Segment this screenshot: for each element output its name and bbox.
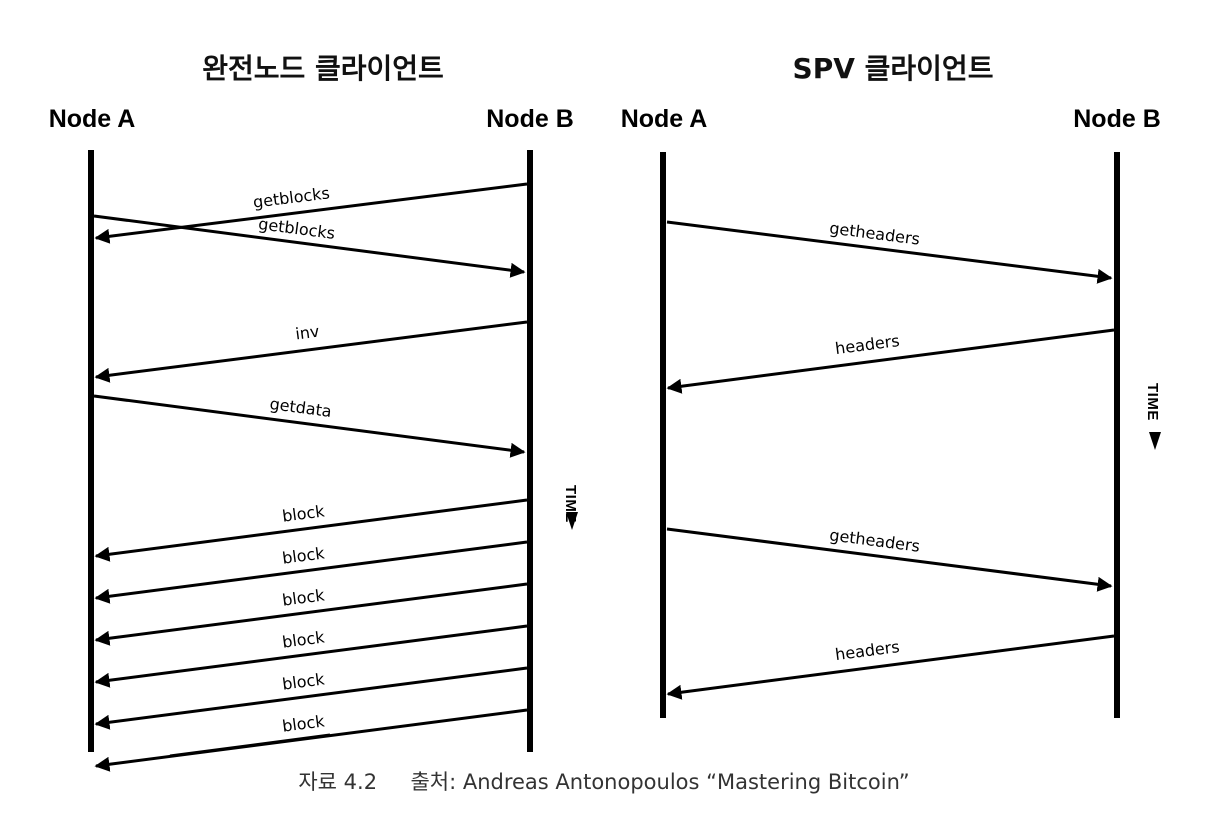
message-label: headers [834,637,901,664]
message-block-1: block [94,498,528,562]
full-node-time-indicator: TIME [562,485,579,530]
message-getdata: getdata [93,394,526,458]
message-label: inv [294,322,320,344]
message-headers-2: headers [666,634,1115,700]
full-node-panel: 완전노드 클라이언트 Node A Node B getblocks getbl… [49,52,579,772]
message-inv: inv [94,320,528,383]
message-label: block [281,711,326,735]
message-arrow [666,527,1113,592]
time-arrow-icon [1149,432,1161,450]
message-block-5: block [94,666,528,730]
spv-node-b-label: Node B [1073,105,1161,133]
spv-panel: SPV 클라이언트 Node A Node B getheaders heade… [621,52,1161,718]
full-node-node-a-label: Node A [49,105,136,133]
message-arrow [94,666,528,730]
spv-node-a-label: Node A [621,105,708,133]
message-block-4: block [94,624,528,688]
message-arrow [666,220,1113,284]
message-label: getdata [269,394,333,421]
full-node-panel-title: 완전노드 클라이언트 [202,52,444,85]
message-block-3: block [94,582,528,646]
message-arrow [94,540,528,604]
message-arrow [94,582,528,646]
message-arrow [94,182,528,244]
message-arrow [94,624,528,688]
figure-caption: 자료 4.2 출처: Andreas Antonopoulos “Masteri… [298,770,909,794]
time-label: TIME [1144,383,1161,421]
message-label: block [281,627,326,651]
spv-panel-title: SPV 클라이언트 [793,52,994,85]
message-arrow-cutoff [169,733,331,758]
message-label: block [281,585,326,609]
message-arrow [666,328,1115,394]
message-label: headers [834,331,901,358]
message-arrow [666,634,1115,700]
time-arrow-icon [566,512,578,530]
spv-time-indicator: TIME [1144,383,1161,450]
message-label: getblocks [252,183,331,211]
message-label: block [281,543,326,567]
message-arrow [94,320,528,383]
message-getblocks-a-to-b: getblocks [93,214,526,278]
full-node-node-b-label: Node B [486,105,574,133]
message-getheaders-2: getheaders [666,525,1113,592]
message-arrow [94,498,528,562]
message-arrow [93,394,526,458]
message-getheaders-1: getheaders [666,218,1113,284]
message-arrow [93,214,526,278]
message-headers-1: headers [666,328,1115,394]
message-label: block [281,501,326,525]
message-label: block [281,669,326,693]
